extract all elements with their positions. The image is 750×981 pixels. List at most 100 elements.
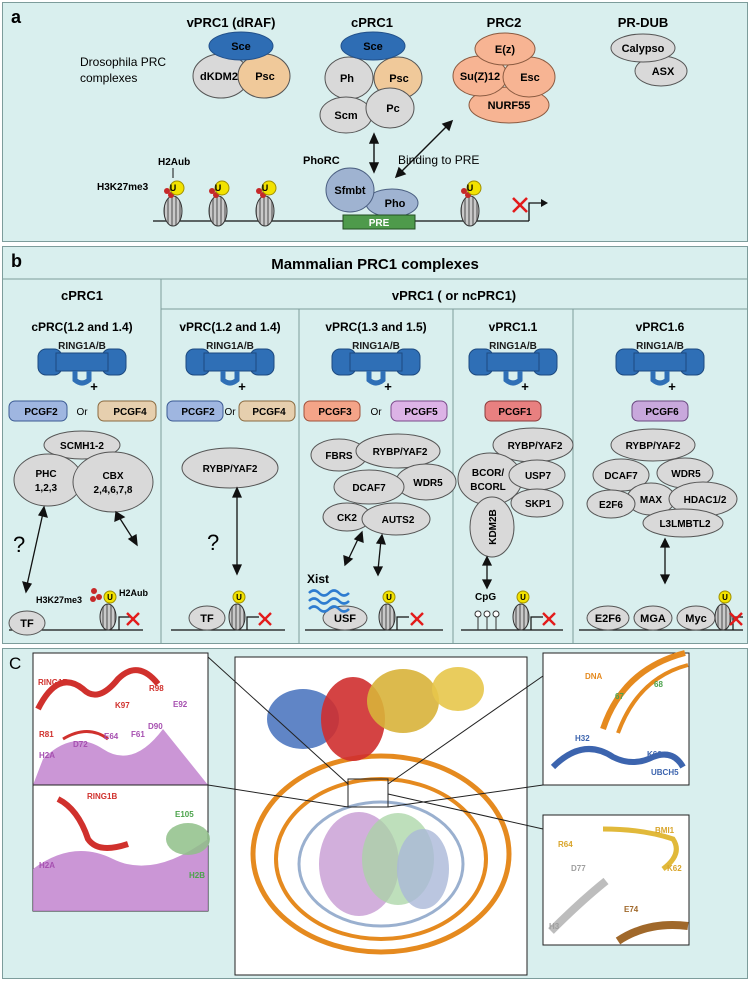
h3k27me3-label-b: H3K27me3 — [36, 595, 82, 605]
svg-text:U: U — [262, 183, 269, 193]
drosophila-label-2: complexes — [80, 71, 137, 85]
svg-text:PCGF6: PCGF6 — [645, 407, 679, 418]
svg-text:+: + — [384, 379, 392, 394]
sfmbt-label: Sfmbt — [334, 185, 366, 197]
vprc1-group-head: vPRC1 ( or ncPRC1) — [392, 288, 516, 303]
panel-b-arrows — [22, 486, 671, 594]
svg-text:Or: Or — [370, 407, 382, 418]
col1-head: cPRC(1.2 and 1.4) — [31, 320, 132, 334]
prc2-complex: E(z) Su(Z)12 Esc NURF55 — [452, 32, 556, 124]
svg-text:+: + — [90, 379, 98, 394]
svg-text:RING1A/B: RING1A/B — [352, 341, 400, 352]
nucleosome-structure — [250, 667, 512, 955]
rybp-label-2: RYBP/YAF2 — [203, 464, 258, 475]
svg-text:U: U — [215, 183, 222, 193]
bcor-label: BCOR/ — [472, 468, 504, 479]
usp7-label: USP7 — [525, 471, 552, 482]
r98-label: R98 — [149, 684, 164, 693]
auts2-label: AUTS2 — [382, 515, 415, 526]
cprc1-complex: Sce Ph Psc Scm Pc — [319, 31, 423, 134]
ph-label: Ph — [340, 73, 354, 85]
col5-subunits: RYBP/YAF2 DCAF7 WDR5 MAX HDAC1/2 E2F6 L3… — [586, 428, 738, 538]
suz12-label: Su(Z)12 — [460, 71, 500, 83]
ubch5-label: UBCH5 — [651, 768, 679, 777]
svg-text:PCGF2: PCGF2 — [24, 407, 58, 418]
col5-head: vPRC1.6 — [636, 320, 685, 334]
panel-c-diagram: C R — [9, 650, 690, 976]
ring1b-label-bl: RING1B — [87, 792, 117, 801]
svg-text:PCGF3: PCGF3 — [318, 407, 352, 418]
r81-label: R81 — [39, 730, 54, 739]
ez-label: E(z) — [495, 44, 516, 56]
panel-c: C R — [2, 648, 748, 979]
nurf55-label: NURF55 — [488, 100, 531, 112]
max-label: MAX — [640, 495, 663, 506]
targets-b: TF TF USF E2F6 MGA Myc — [8, 605, 716, 636]
dkdm2-label: dKDM2 — [200, 71, 238, 83]
col3-head: vPRC(1.3 and 1.5) — [325, 320, 426, 334]
h2a-label-tl: H2A — [39, 751, 55, 760]
r64-label: R64 — [558, 840, 573, 849]
phc-label: PHC — [35, 469, 56, 480]
col4-head: vPRC1.1 — [489, 320, 538, 334]
h2a-label-bl: H2A — [39, 861, 55, 870]
vprc1-heading: vPRC1 (dRAF) — [187, 15, 276, 30]
svg-text:USF: USF — [334, 613, 356, 625]
h32-label: H32 — [575, 734, 590, 743]
panel-b-diagram: b Mammalian PRC1 complexes cPRC1 vPRC1 (… — [3, 251, 747, 643]
esc-label: Esc — [520, 72, 540, 84]
svg-text:Or: Or — [76, 407, 88, 418]
h4-label: H4 — [667, 922, 678, 931]
bcorl-label: BCORL — [470, 482, 506, 493]
ck2-label: CK2 — [337, 513, 357, 524]
h2aub-label-b: H2Aub — [119, 588, 149, 598]
h2b-label: H2B — [189, 871, 205, 880]
inset-ubch5-dna: DNA 67 68 H32 K66 UBCH5 — [542, 650, 690, 786]
svg-text:PCGF2: PCGF2 — [181, 407, 215, 418]
svg-text:PCGF5: PCGF5 — [404, 407, 438, 418]
binding-label: Binding to PRE — [398, 153, 479, 167]
panel-a-letter: a — [11, 7, 22, 27]
xist-label: Xist — [307, 572, 329, 586]
k62-label: K62 — [667, 864, 682, 873]
phc-isoforms: 1,2,3 — [35, 483, 58, 494]
pre-label: PRE — [369, 218, 390, 229]
e2f6-label: E2F6 — [599, 500, 623, 511]
cbx-isoforms: 2,4,6,7,8 — [94, 485, 133, 496]
svg-text:U: U — [386, 593, 392, 602]
svg-text:U: U — [467, 183, 474, 193]
svg-text:PCGF4: PCGF4 — [252, 407, 286, 418]
base68-label: 68 — [654, 680, 663, 689]
svg-text:TF: TF — [200, 613, 214, 625]
calypso-label: Calypso — [622, 43, 665, 55]
prdub-complex: Calypso ASX — [610, 33, 688, 87]
svg-text:Myc: Myc — [685, 613, 706, 625]
rybp-label-3: RYBP/YAF2 — [373, 447, 428, 458]
svg-text:E2F6: E2F6 — [595, 613, 621, 625]
k97-label: K97 — [115, 701, 130, 710]
svg-text:PCGF1: PCGF1 — [498, 407, 532, 418]
k66-label: K66 — [647, 750, 662, 759]
rybp-label-5: RYBP/YAF2 — [626, 441, 681, 452]
cpg-label: CpG — [475, 592, 496, 603]
phorc-complex: Sfmbt Pho — [325, 167, 419, 218]
drosophila-label-1: Drosophila PRC — [80, 55, 166, 69]
panel-b-title: Mammalian PRC1 complexes — [271, 256, 479, 273]
base67-label: 67 — [615, 692, 624, 701]
question-mark-col2: ? — [207, 530, 219, 555]
cprc1-heading: cPRC1 — [351, 15, 393, 30]
svg-text:Or: Or — [224, 407, 236, 418]
prdub-heading: PR-DUB — [618, 15, 669, 30]
pho-label: Pho — [385, 198, 406, 210]
d90-label: D90 — [148, 722, 163, 731]
col3-subunits: FBRS RYBP/YAF2 DCAF7 WDR5 CK2 AUTS2 — [310, 433, 457, 536]
col2-subunits: RYBP/YAF2 — [181, 447, 279, 489]
question-mark-col1: ? — [13, 532, 25, 557]
dcaf7-label-3: DCAF7 — [352, 483, 386, 494]
cprc1-group-head: cPRC1 — [61, 288, 103, 303]
panel-b: b Mammalian PRC1 complexes cPRC1 vPRC1 (… — [2, 246, 748, 644]
inset-ring1b-h2a-h2b: RING1B E105 H2A H2B — [32, 784, 210, 912]
e74-label: E74 — [624, 905, 639, 914]
scmh-label: SCMH1-2 — [60, 441, 104, 452]
panel-b-letter: b — [11, 251, 22, 271]
